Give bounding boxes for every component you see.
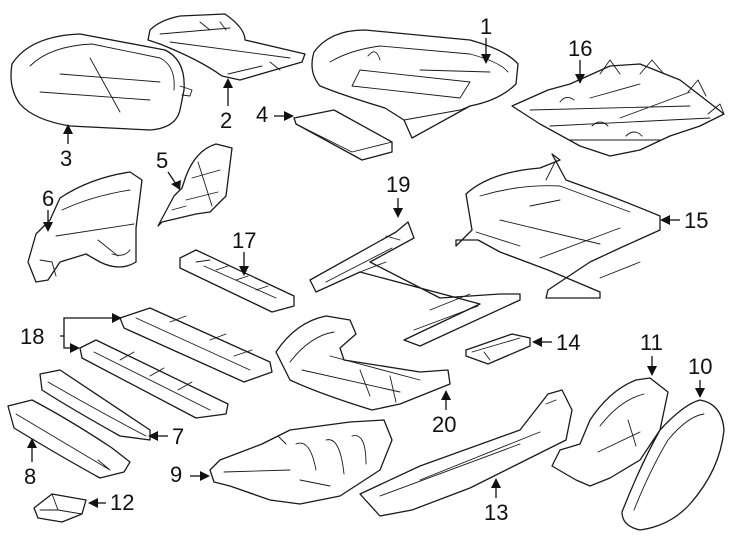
part-15-frame <box>455 153 661 299</box>
callout-number: 6 <box>42 186 54 211</box>
callout-2: 2 <box>220 78 233 133</box>
callout-18: 18 <box>20 313 122 353</box>
callout-number: 12 <box>110 490 134 515</box>
callout-16: 16 <box>568 36 592 84</box>
part-2-pan-board <box>147 13 306 81</box>
part-1-cushion-foam <box>311 29 519 139</box>
part-17-plate <box>179 249 295 313</box>
part-6-front-trim <box>27 171 143 283</box>
callout-15: 15 <box>660 208 708 233</box>
callout-number: 11 <box>640 330 663 355</box>
callout-20: 20 <box>432 390 456 437</box>
callout-number: 19 <box>386 172 410 197</box>
part-9-outer-shield <box>209 419 393 505</box>
part-5-side-shield <box>157 143 233 227</box>
callout-9: 9 <box>170 462 210 487</box>
callout-number: 15 <box>684 208 708 233</box>
part-13-side-cover <box>359 389 573 517</box>
callout-11: 11 <box>640 330 663 376</box>
part-10-side-panel <box>621 399 725 531</box>
callout-19: 19 <box>386 172 410 218</box>
part-3-cushion-pad <box>10 33 193 131</box>
part-4-pad <box>293 109 393 161</box>
callout-7: 7 <box>148 424 184 449</box>
callout-number: 17 <box>232 228 256 253</box>
callout-6: 6 <box>42 186 54 232</box>
callout-14: 14 <box>532 330 580 355</box>
callout-number: 3 <box>60 146 72 171</box>
callout-number: 14 <box>556 330 580 355</box>
callout-number: 20 <box>432 412 456 437</box>
callout-13: 13 <box>484 478 508 525</box>
callout-5: 5 <box>156 148 181 190</box>
part-18-rails <box>79 307 273 419</box>
callout-17: 17 <box>232 228 256 276</box>
callout-number: 16 <box>568 36 592 61</box>
callout-number: 2 <box>220 108 232 133</box>
callout-number: 9 <box>170 462 182 487</box>
callout-number: 5 <box>156 148 168 173</box>
callout-number: 10 <box>688 354 712 379</box>
callout-1: 1 <box>480 14 492 64</box>
part-8-trim-cover <box>7 399 131 479</box>
callout-number: 1 <box>480 14 492 39</box>
callout-number: 8 <box>24 464 36 489</box>
callout-10: 10 <box>688 354 712 398</box>
callout-number: 4 <box>256 102 268 127</box>
callout-number: 13 <box>484 500 508 525</box>
callout-8: 8 <box>24 438 37 489</box>
callout-number: 18 <box>20 324 44 349</box>
callout-number: 7 <box>172 424 184 449</box>
part-12-block <box>33 493 87 523</box>
callout-3: 3 <box>60 124 73 171</box>
part-11-side-trim <box>551 377 669 487</box>
part-19-track-frame <box>309 221 521 347</box>
part-16-spring-mat <box>511 59 725 157</box>
part-20-rear-frame <box>275 315 451 411</box>
callout-12: 12 <box>88 490 134 515</box>
part-14-bracket <box>465 333 531 365</box>
callout-4: 4 <box>256 102 294 127</box>
